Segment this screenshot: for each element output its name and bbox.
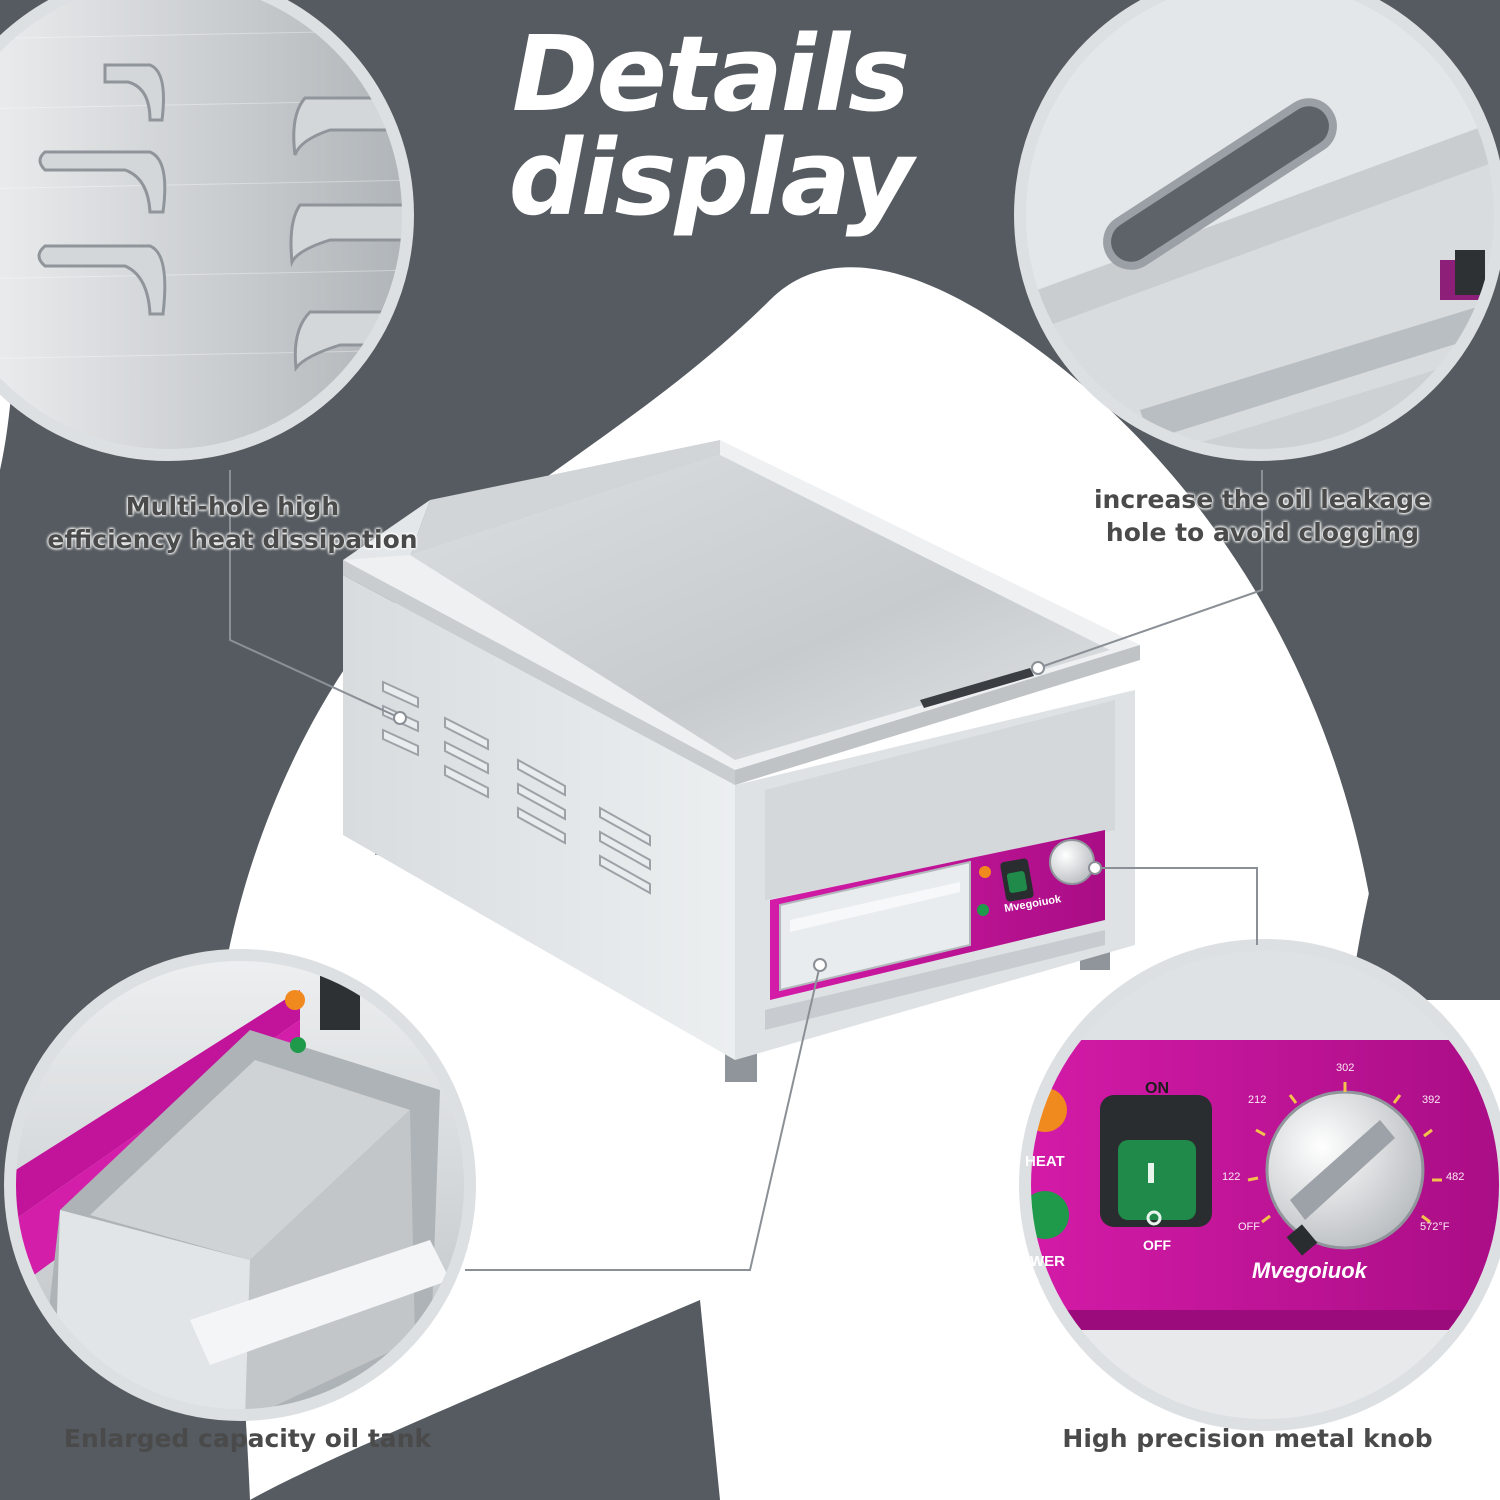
title-line-2: display <box>508 117 914 239</box>
vent-detail-circle <box>0 0 414 461</box>
oil-hole-detail-circle <box>1014 0 1500 461</box>
switch-off-label: OFF <box>1143 1237 1171 1253</box>
caption-oil-tank: Enlarged capacity oil tank <box>63 1424 432 1453</box>
heat-label: HEAT <box>1025 1153 1065 1170</box>
switch-on-label: ON <box>1145 1080 1169 1097</box>
dial-ticks <box>1247 1082 1442 1224</box>
dial-tick-label: 122 <box>1222 1171 1240 1183</box>
dial-tick-label: 392 <box>1422 1094 1440 1106</box>
dial-tick-label: 212 <box>1248 1094 1266 1106</box>
oil-tank-detail-circle <box>4 949 476 1421</box>
caption-heat-dissipation: Multi-hole high efficiency heat dissipat… <box>40 490 425 556</box>
caption-line: hole to avoid clogging <box>1105 518 1420 547</box>
griddle-oil-hole <box>920 668 1034 708</box>
oil-leakage-hole <box>1103 98 1337 270</box>
callout-leader-lines <box>229 470 1263 1271</box>
griddle-product: Mvegoiuok <box>343 440 1140 1082</box>
dial-tick-label: OFF <box>1238 1221 1260 1233</box>
dial-tick-label: 572°F <box>1420 1221 1450 1233</box>
caption-line: Multi-hole high <box>125 492 340 521</box>
caption-line: efficiency heat dissipation <box>47 525 418 554</box>
caption-metal-knob: High precision metal knob <box>1062 1424 1433 1453</box>
brand-label: Mvegoiuok <box>1252 1258 1369 1283</box>
title-line-1: Details <box>512 13 910 135</box>
page-title: Details display <box>470 22 950 230</box>
caption-line: increase the oil leakage <box>1093 485 1432 514</box>
dial-tick-label: 482 <box>1446 1171 1464 1183</box>
power-label: WER <box>1030 1253 1065 1270</box>
dial-tick-label: 302 <box>1336 1062 1354 1074</box>
knob-detail-circle <box>1019 939 1500 1431</box>
caption-oil-leakage-hole: increase the oil leakage hole to avoid c… <box>1090 483 1435 549</box>
